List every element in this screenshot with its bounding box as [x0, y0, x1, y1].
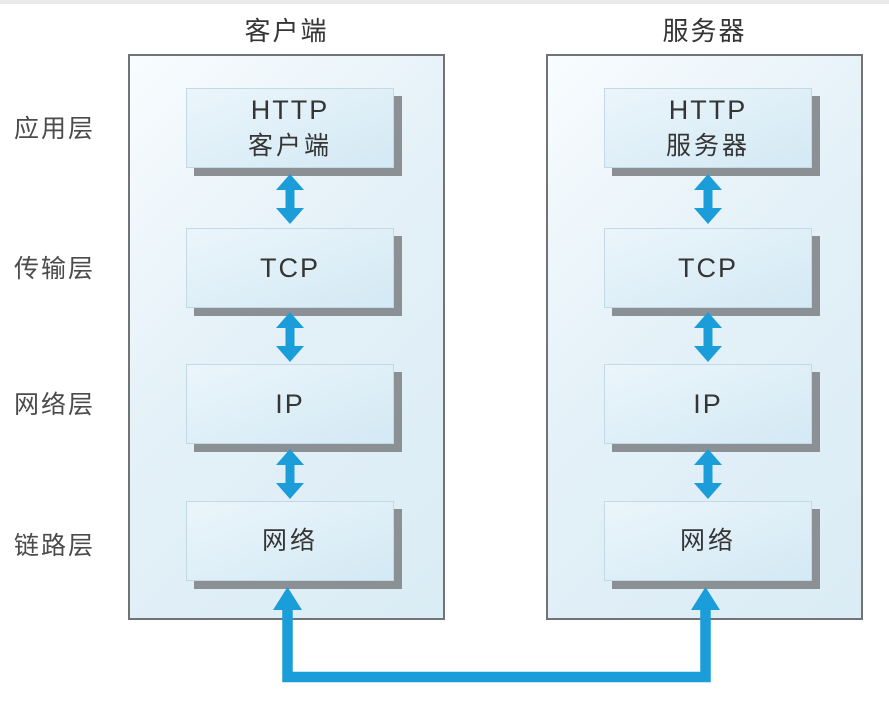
server-http-box-line2: 服务器 — [665, 132, 750, 160]
client-tcp-box-label: TCP — [260, 253, 320, 283]
client-panel: HTTP 客户端 TCP IP 网络 — [128, 54, 445, 620]
server-ip-box: IP — [604, 364, 812, 444]
layer-label-application: 应用层 — [14, 115, 96, 143]
double-arrow-icon — [276, 312, 304, 362]
double-arrow-icon — [694, 174, 722, 224]
server-http-box: HTTP 服务器 — [604, 88, 812, 168]
server-network-box-label: 网络 — [679, 527, 736, 555]
server-panel: HTTP 服务器 TCP IP 网络 — [546, 54, 863, 620]
top-edge-strip — [0, 0, 889, 4]
double-arrow-icon — [694, 312, 722, 362]
client-http-box-line1: HTTP — [250, 95, 330, 125]
client-network-box-label: 网络 — [261, 527, 318, 555]
server-tcp-box: TCP — [604, 228, 812, 308]
server-network-box: 网络 — [604, 501, 812, 581]
server-title: 服务器 — [662, 16, 747, 46]
client-http-box-line2: 客户端 — [247, 132, 332, 160]
layer-label-link: 链路层 — [14, 532, 96, 560]
client-network-box: 网络 — [186, 501, 394, 581]
server-http-box-line1: HTTP — [668, 95, 748, 125]
layer-label-network: 网络层 — [14, 391, 96, 419]
client-ip-box: IP — [186, 364, 394, 444]
double-arrow-icon — [276, 449, 304, 499]
server-tcp-box-label: TCP — [678, 253, 738, 283]
double-arrow-icon — [276, 174, 304, 224]
double-arrow-icon — [694, 449, 722, 499]
client-http-box: HTTP 客户端 — [186, 88, 394, 168]
layer-label-transport: 传输层 — [14, 255, 96, 283]
client-title: 客户端 — [244, 16, 329, 46]
server-ip-box-label: IP — [693, 389, 723, 419]
client-ip-box-label: IP — [275, 389, 305, 419]
client-tcp-box: TCP — [186, 228, 394, 308]
